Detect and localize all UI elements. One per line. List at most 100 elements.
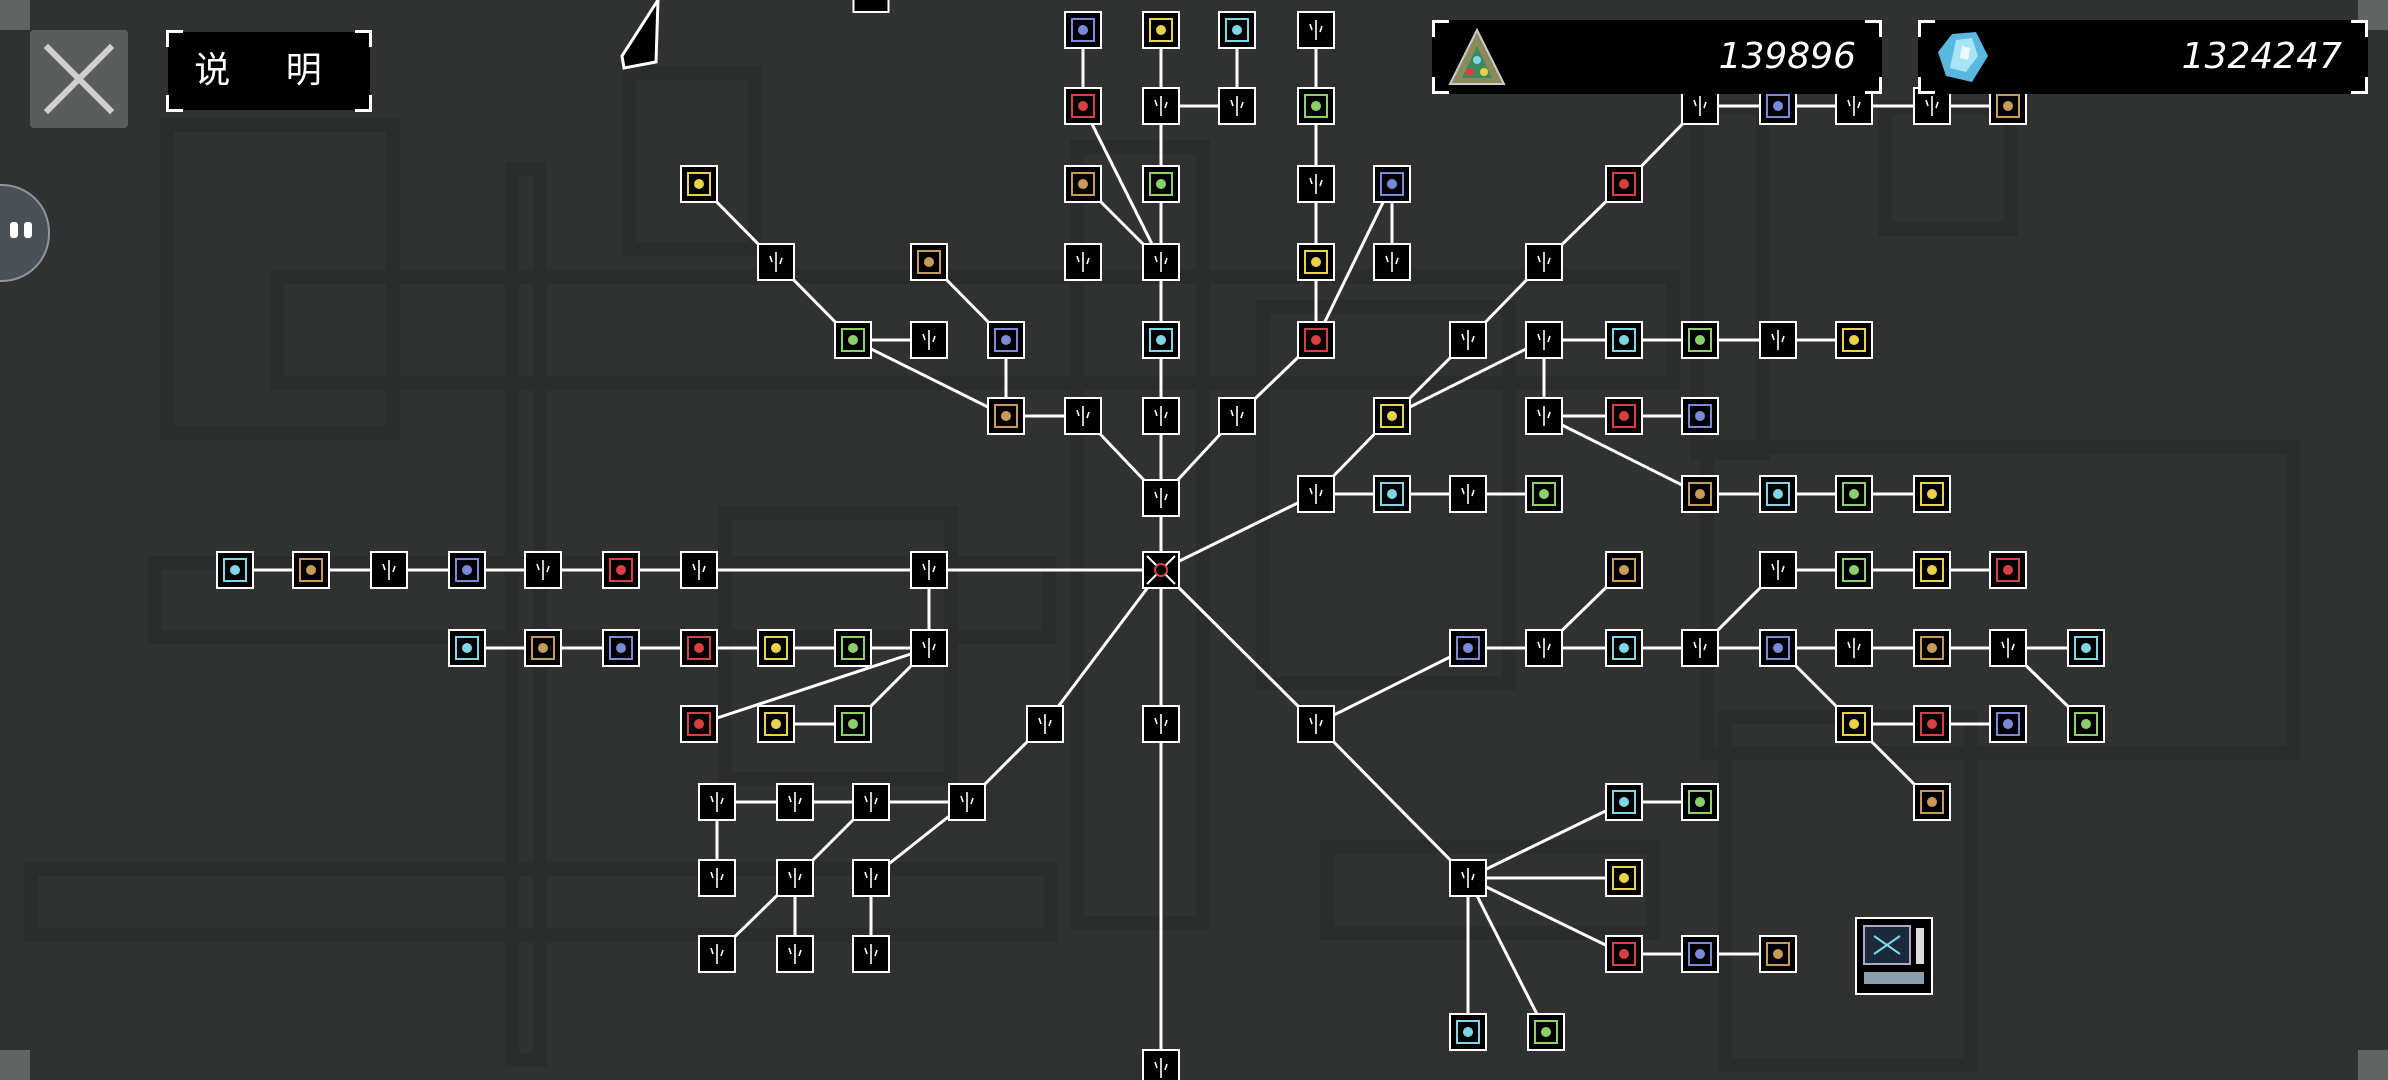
tech-node[interactable] [1605,859,1643,897]
tech-node[interactable] [1913,783,1951,821]
tech-node[interactable] [1605,165,1643,203]
tech-node[interactable] [1142,1049,1180,1080]
tech-node[interactable] [1913,475,1951,513]
tech-node[interactable] [1527,1013,1565,1051]
tech-node[interactable] [1681,397,1719,435]
tech-node[interactable] [2067,705,2105,743]
tech-node[interactable] [1142,705,1180,743]
tech-node[interactable] [1681,935,1719,973]
tech-node[interactable] [1449,321,1487,359]
tech-node[interactable] [1759,87,1797,125]
tech-node[interactable] [1142,243,1180,281]
tech-node[interactable] [524,629,562,667]
tech-node[interactable] [1759,629,1797,667]
tech-node[interactable] [1218,11,1256,49]
tech-node[interactable] [757,243,795,281]
tech-node[interactable] [2067,629,2105,667]
tech-node[interactable] [1142,397,1180,435]
tech-node[interactable] [1525,397,1563,435]
tech-node[interactable] [1913,87,1951,125]
tech-node[interactable] [370,551,408,589]
tech-node[interactable] [1373,165,1411,203]
tech-node[interactable] [1835,475,1873,513]
tech-node[interactable] [1759,321,1797,359]
tech-node[interactable] [1525,243,1563,281]
explain-button[interactable]: 说 明 [166,30,372,112]
tech-node[interactable] [1373,475,1411,513]
tech-node[interactable] [1142,11,1180,49]
tech-node[interactable] [987,397,1025,435]
tech-node[interactable] [1525,321,1563,359]
tech-node[interactable] [910,629,948,667]
tech-node[interactable] [1681,783,1719,821]
tech-node[interactable] [1142,165,1180,203]
tech-node[interactable] [1605,397,1643,435]
tech-node[interactable] [1297,321,1335,359]
tech-node[interactable] [1218,87,1256,125]
monitor-tech-node[interactable] [1855,917,1933,995]
tech-node[interactable] [1449,475,1487,513]
tech-node[interactable] [1218,397,1256,435]
tech-node[interactable] [448,629,486,667]
tech-node[interactable] [1449,1013,1487,1051]
tech-node[interactable] [680,165,718,203]
tech-node[interactable] [602,629,640,667]
tech-node[interactable] [1297,11,1335,49]
tech-node[interactable] [1449,859,1487,897]
tech-node[interactable] [1064,165,1102,203]
tech-node[interactable] [1064,243,1102,281]
close-button[interactable] [30,30,128,128]
tech-node[interactable] [1835,321,1873,359]
tech-node[interactable] [1142,321,1180,359]
tech-node[interactable] [1605,321,1643,359]
tech-node[interactable] [1835,551,1873,589]
tech-node[interactable] [852,935,890,973]
tech-node[interactable] [698,935,736,973]
tech-node[interactable] [1064,87,1102,125]
tech-node[interactable] [1142,479,1180,517]
tech-node[interactable] [680,629,718,667]
tech-node[interactable] [1064,11,1102,49]
tech-node[interactable] [1605,629,1643,667]
tech-node[interactable] [1913,629,1951,667]
tech-node[interactable] [1989,705,2027,743]
tech-node[interactable] [1605,935,1643,973]
tech-node[interactable] [1759,551,1797,589]
tech-node[interactable] [1681,629,1719,667]
tech-node[interactable] [680,551,718,589]
tech-node[interactable] [1064,397,1102,435]
tech-node[interactable] [1989,551,2027,589]
tech-node[interactable] [1142,87,1180,125]
tech-node[interactable] [776,859,814,897]
tech-node[interactable] [1681,321,1719,359]
tech-node[interactable] [448,551,486,589]
tech-node[interactable] [1525,629,1563,667]
tech-node[interactable] [1605,551,1643,589]
tech-node[interactable] [1297,475,1335,513]
tech-node[interactable] [1835,629,1873,667]
tech-node[interactable] [216,551,254,589]
root-node[interactable] [1142,551,1180,589]
tech-node[interactable] [680,705,718,743]
tech-node[interactable] [757,629,795,667]
tech-node[interactable] [834,321,872,359]
tech-node[interactable] [1759,935,1797,973]
tech-node[interactable] [1297,165,1335,203]
tech-node[interactable] [1373,397,1411,435]
tech-node[interactable] [1297,705,1335,743]
tech-node[interactable] [1989,87,2027,125]
tech-node[interactable] [910,243,948,281]
tech-node[interactable] [910,321,948,359]
tech-node[interactable] [834,705,872,743]
tech-node[interactable] [1449,629,1487,667]
tech-node[interactable] [834,629,872,667]
tech-node[interactable] [292,551,330,589]
tech-node[interactable] [1759,475,1797,513]
tech-node[interactable] [987,321,1025,359]
tech-node[interactable] [1026,705,1064,743]
tech-node[interactable] [852,783,890,821]
tech-node[interactable] [698,859,736,897]
tech-node[interactable] [1989,629,2027,667]
tech-node[interactable] [757,705,795,743]
tech-node[interactable] [698,783,736,821]
